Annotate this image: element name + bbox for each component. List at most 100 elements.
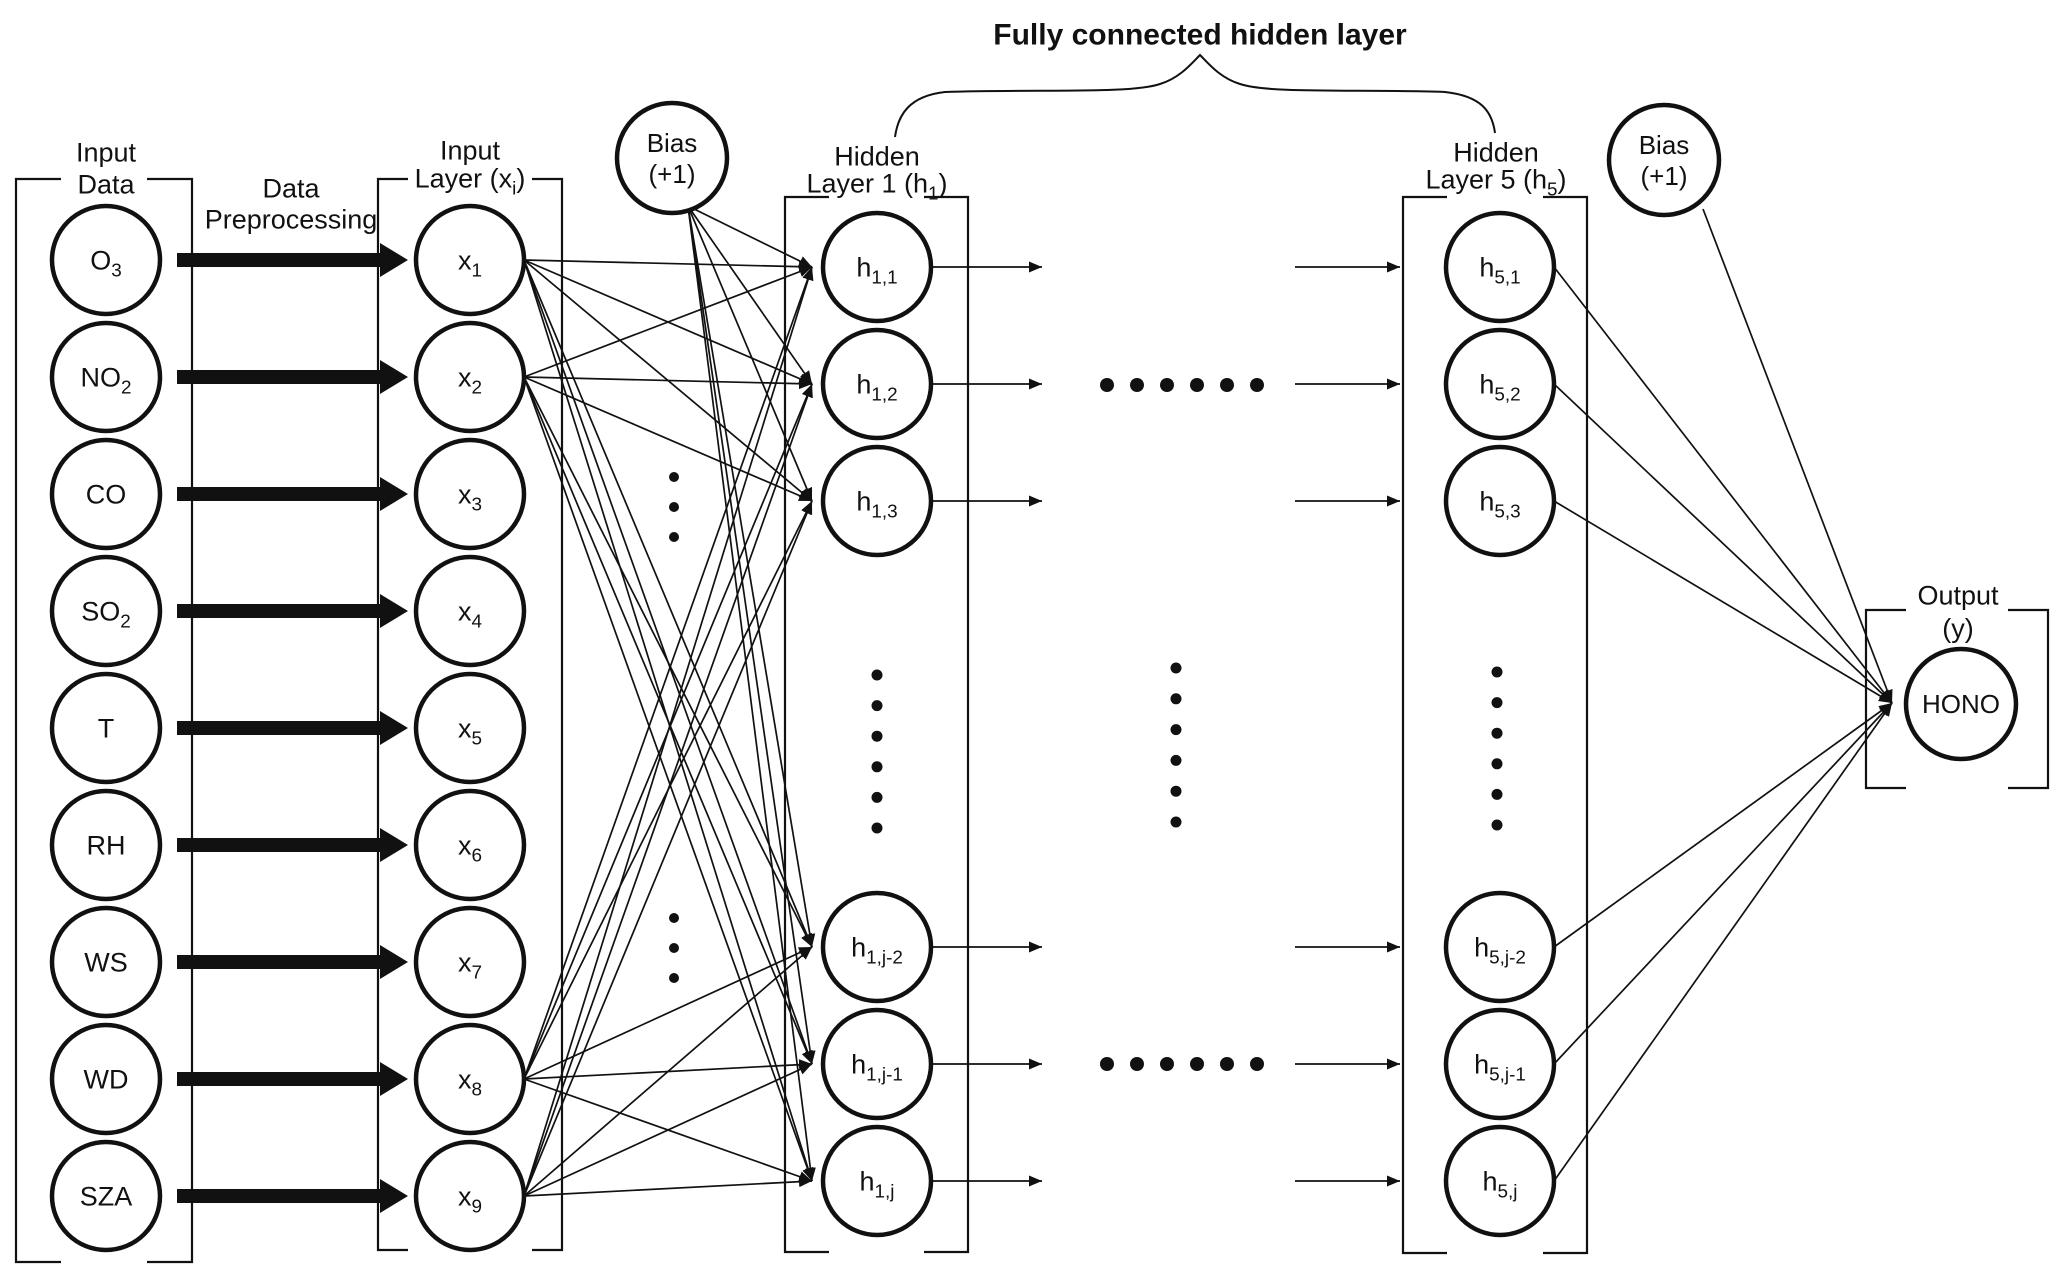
bias-1	[614, 100, 730, 216]
output-bracket	[1864, 608, 2050, 790]
connection-line	[1553, 702, 1893, 948]
ellipsis-dot	[669, 913, 679, 923]
node-WS	[49, 905, 163, 1019]
ellipsis-dot	[1220, 1057, 1234, 1071]
node-h1-j2-label: h1,j-2	[851, 932, 903, 968]
node-x4	[413, 554, 527, 668]
hidden5-header: Layer 5 (h5)	[1425, 164, 1566, 200]
ellipsis-dot	[871, 761, 883, 773]
bias-1-label: (+1)	[649, 159, 696, 189]
node-h5-j	[1443, 1124, 1557, 1238]
bias-1-label: Bias	[647, 128, 698, 158]
ellipsis-dot	[1250, 1057, 1264, 1071]
node-RH	[49, 788, 163, 902]
connection-line	[687, 205, 813, 385]
node-x7	[413, 905, 527, 1019]
node-h1-3	[820, 444, 934, 558]
ellipsis-dot	[871, 730, 883, 742]
node-h1-j	[820, 1124, 934, 1238]
node-x1	[413, 203, 527, 317]
node-SO2-label: SO2	[81, 596, 131, 632]
preprocessing-arrow	[177, 828, 408, 862]
connection-line	[523, 500, 813, 1197]
node-x4-label: x4	[458, 596, 482, 632]
ellipsis-dot	[669, 943, 679, 953]
node-h1-j1-label: h1,j-1	[851, 1049, 903, 1085]
hidden1-header: Hidden	[834, 141, 920, 171]
preprocessing-arrow	[177, 1062, 408, 1096]
node-x2-label: x2	[458, 362, 482, 398]
connection-line	[523, 946, 813, 1080]
preprocessing-arrow	[177, 243, 408, 277]
connection-line	[523, 266, 814, 1197]
input-layer-header: Input	[440, 135, 501, 165]
node-T-label: T	[98, 713, 115, 743]
node-x8	[413, 1022, 527, 1136]
ellipsis-dot	[1491, 758, 1503, 770]
ellipsis-dot	[871, 669, 883, 681]
ellipsis-dot	[1220, 378, 1234, 392]
input-data-header: Input	[76, 137, 137, 167]
connection-line	[523, 383, 813, 1197]
ellipsis-dot	[1190, 1057, 1204, 1071]
node-h5-2	[1443, 327, 1557, 441]
node-RH-label: RH	[87, 830, 126, 860]
connection-line	[1702, 208, 1893, 704]
node-h5-3-label: h5,3	[1479, 486, 1520, 522]
ellipsis-dot	[1250, 378, 1264, 392]
node-T	[49, 671, 163, 785]
hidden5-header: Hidden	[1453, 137, 1539, 167]
connection-line	[523, 259, 813, 273]
connection-line	[1553, 500, 1893, 704]
preprocessing-arrow	[177, 360, 408, 394]
bias-2-label: (+1)	[1641, 161, 1688, 191]
node-x9-label: x9	[458, 1181, 482, 1217]
curly-brace	[894, 53, 1496, 138]
node-HONO-label: HONO	[1922, 689, 2000, 719]
hidden1-bracket	[783, 195, 970, 1254]
ellipsis-dot	[1170, 816, 1182, 828]
ellipsis-dot	[669, 973, 679, 983]
node-h1-j1	[820, 1007, 934, 1121]
connection-line	[523, 266, 813, 1080]
connection-line	[523, 376, 813, 1065]
node-x6	[413, 788, 527, 902]
connection-line	[523, 376, 813, 502]
node-CO-label: CO	[86, 479, 127, 509]
connection-line	[523, 259, 813, 948]
node-h5-1	[1443, 210, 1557, 324]
node-NO2-label: NO2	[80, 362, 131, 398]
preprocessing-arrow	[177, 711, 408, 745]
ellipsis-dot	[1170, 724, 1182, 736]
ellipsis-dot	[1491, 819, 1503, 831]
connection-line	[523, 1063, 813, 1197]
node-x3-label: x3	[458, 479, 482, 515]
preprocessing-arrow	[177, 477, 408, 511]
connection-line	[1553, 702, 1893, 1182]
node-h1-j-label: h1,j	[860, 1166, 895, 1202]
node-h1-2	[820, 327, 934, 441]
input-layer-header: Layer (xi)	[415, 163, 526, 199]
node-x7-label: x7	[458, 947, 482, 983]
node-h1-1-label: h1,1	[856, 252, 897, 288]
node-h1-1	[820, 210, 934, 324]
preprocessing-label: Data	[262, 173, 320, 203]
node-SZA-label: SZA	[80, 1181, 133, 1211]
connection-line	[687, 205, 816, 948]
node-x5-label: x5	[458, 713, 482, 749]
ellipsis-dot	[1170, 785, 1182, 797]
node-h5-j1	[1443, 1007, 1557, 1121]
connection-line	[523, 266, 813, 378]
node-h1-j2	[820, 890, 934, 1004]
connection-line	[687, 205, 813, 268]
node-HONO	[1903, 646, 2019, 762]
node-x8-label: x8	[458, 1064, 482, 1100]
ellipsis-dot	[1100, 1057, 1114, 1071]
node-O3	[49, 203, 163, 317]
ellipsis-dot	[1491, 727, 1503, 739]
node-h5-1-label: h5,1	[1479, 252, 1520, 288]
connection-line	[523, 376, 813, 390]
connection-line	[523, 1176, 813, 1197]
